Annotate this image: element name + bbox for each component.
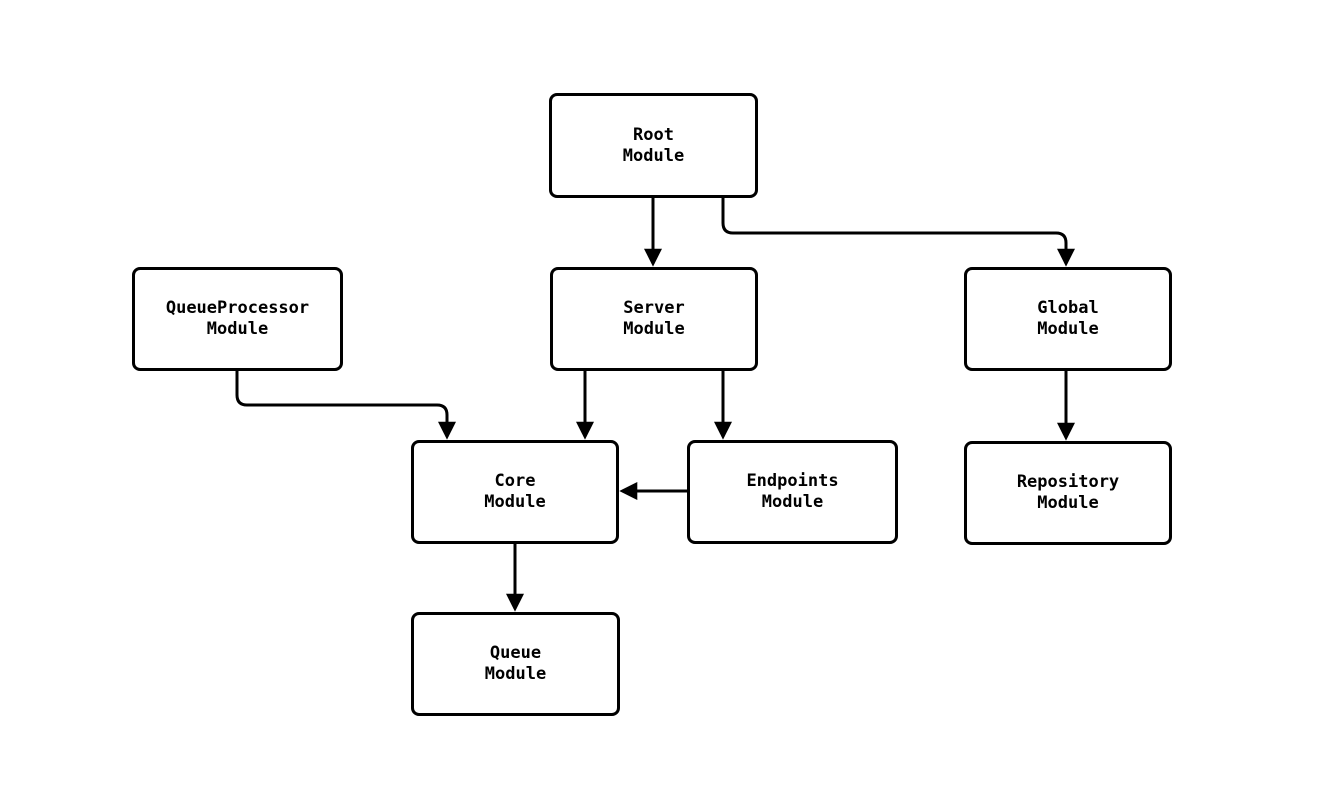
node-server-module: Server Module <box>550 267 758 371</box>
node-queueprocessor-name: QueueProcessor <box>165 298 310 318</box>
edge-root-to-global <box>721 198 1075 267</box>
node-endpoints-module: Endpoints Module <box>687 440 898 544</box>
node-global-module: Global Module <box>964 267 1172 371</box>
node-repository-type: Module <box>1037 493 1099 513</box>
node-queue-module: Queue Module <box>411 612 620 716</box>
node-server-name: Server <box>623 298 685 318</box>
node-root-name: Root <box>633 124 674 145</box>
node-endpoints-name: Endpoints <box>746 471 839 491</box>
node-root-type: Module <box>622 145 685 166</box>
node-root-module: Root Module <box>549 93 758 198</box>
node-repository-module: Repository Module <box>964 441 1172 545</box>
node-queueprocessor-module: QueueProcessor Module <box>132 267 343 371</box>
node-core-module: Core Module <box>411 440 619 544</box>
edge-queueprocessor-to-core <box>235 371 456 440</box>
node-core-name: Core <box>494 471 536 491</box>
node-queue-type: Module <box>484 664 547 684</box>
node-queue-name: Queue <box>489 643 542 663</box>
node-repository-name: Repository <box>1016 472 1120 492</box>
node-global-type: Module <box>1037 319 1099 339</box>
node-server-type: Module <box>623 319 685 339</box>
node-endpoints-type: Module <box>761 492 824 512</box>
node-global-name: Global <box>1037 298 1099 318</box>
node-core-type: Module <box>484 492 546 512</box>
node-queueprocessor-type: Module <box>206 319 269 339</box>
